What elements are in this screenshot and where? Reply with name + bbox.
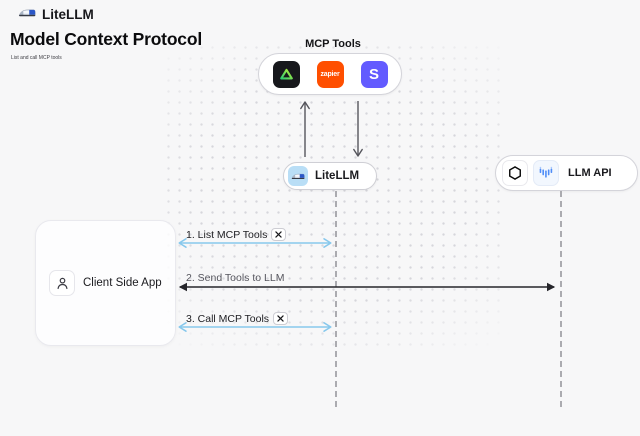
litellm-node-label: LiteLLM	[315, 170, 360, 182]
page-subtitle: List and call MCP tools	[11, 55, 62, 61]
brand-label: LiteLLM	[42, 7, 94, 22]
tools-icon	[271, 228, 287, 241]
stripe-icon: S	[360, 60, 388, 88]
message-list-mcp-tools: 1. List MCP Tools	[186, 228, 287, 241]
message-3-label: 3. Call MCP Tools	[186, 312, 270, 325]
client-side-app-node: Client Side App	[35, 220, 176, 346]
message-2-label: 2. Send Tools to LLM	[186, 272, 285, 284]
message-1-label: 1. List MCP Tools	[186, 228, 268, 241]
litellm-node: LiteLLM	[283, 162, 377, 190]
triangle-tool-icon	[272, 60, 300, 88]
llm-api-node-label: LLM API	[568, 167, 612, 179]
client-node-label: Client Side App	[83, 277, 162, 289]
mcp-tools-label: MCP Tools	[305, 38, 361, 50]
litellm-train-icon	[288, 166, 308, 186]
arrow-mcp-to-litellm	[353, 101, 363, 157]
llm-api-lifeline	[560, 191, 562, 407]
litellm-lifeline	[335, 191, 337, 407]
llm-provider-icon	[533, 160, 559, 186]
arrow-litellm-to-mcp	[300, 101, 310, 157]
brand: LiteLLM	[18, 7, 94, 22]
openai-icon	[502, 160, 528, 186]
tools-icon	[273, 312, 289, 325]
litellm-logo-icon	[18, 7, 36, 22]
message-send-tools-to-llm: 2. Send Tools to LLM	[186, 272, 284, 284]
message-call-mcp-tools: 3. Call MCP Tools	[186, 312, 289, 325]
page-title: Model Context Protocol	[10, 29, 202, 49]
arrow-send-tools-to-llm	[178, 282, 556, 292]
zapier-icon: zapier	[316, 60, 344, 88]
person-icon	[49, 270, 75, 296]
mcp-tools-box: zapier S	[258, 53, 402, 95]
arrow-list-mcp-tools	[178, 238, 332, 248]
arrow-call-mcp-tools	[178, 322, 332, 332]
llm-api-node: LLM API	[495, 155, 638, 191]
